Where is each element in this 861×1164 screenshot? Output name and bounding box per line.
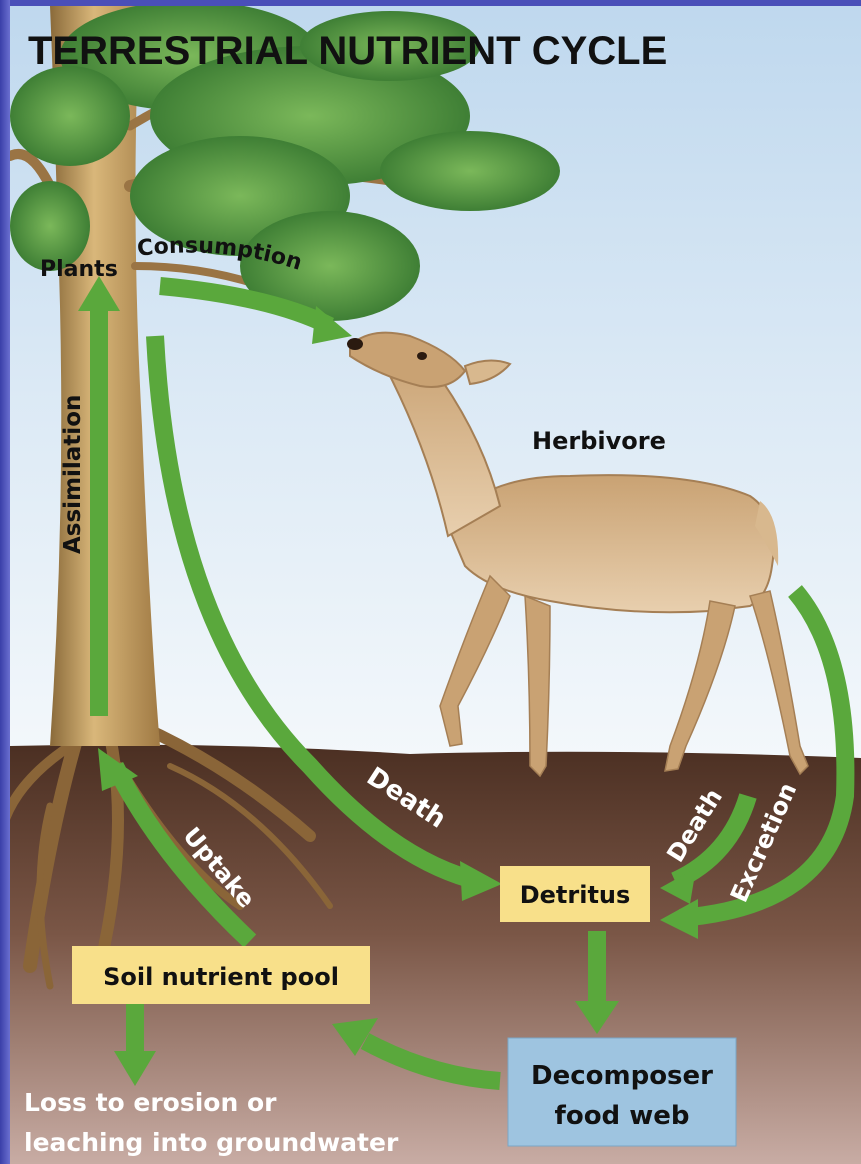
detritus-label: Detritus (520, 881, 631, 909)
soil-nutrient-pool-label: Soil nutrient pool (103, 963, 339, 991)
loss-label-line2: leaching into groundwater (24, 1128, 399, 1157)
slide-frame-left (0, 0, 10, 1164)
nutrient-cycle-diagram: TERRESTRIAL NUTRIENT CYCLE Plants Consum… (10, 6, 861, 1164)
decomposer-label-line2: food web (555, 1101, 690, 1131)
plants-label: Plants (40, 257, 118, 282)
loss-label-line1: Loss to erosion or (24, 1088, 277, 1117)
herbivore-label: Herbivore (532, 427, 666, 455)
decomposer-label-line1: Decomposer (531, 1061, 713, 1091)
assimilation-label: Assimilation (60, 395, 86, 554)
diagram-title: TERRESTRIAL NUTRIENT CYCLE (28, 29, 667, 73)
